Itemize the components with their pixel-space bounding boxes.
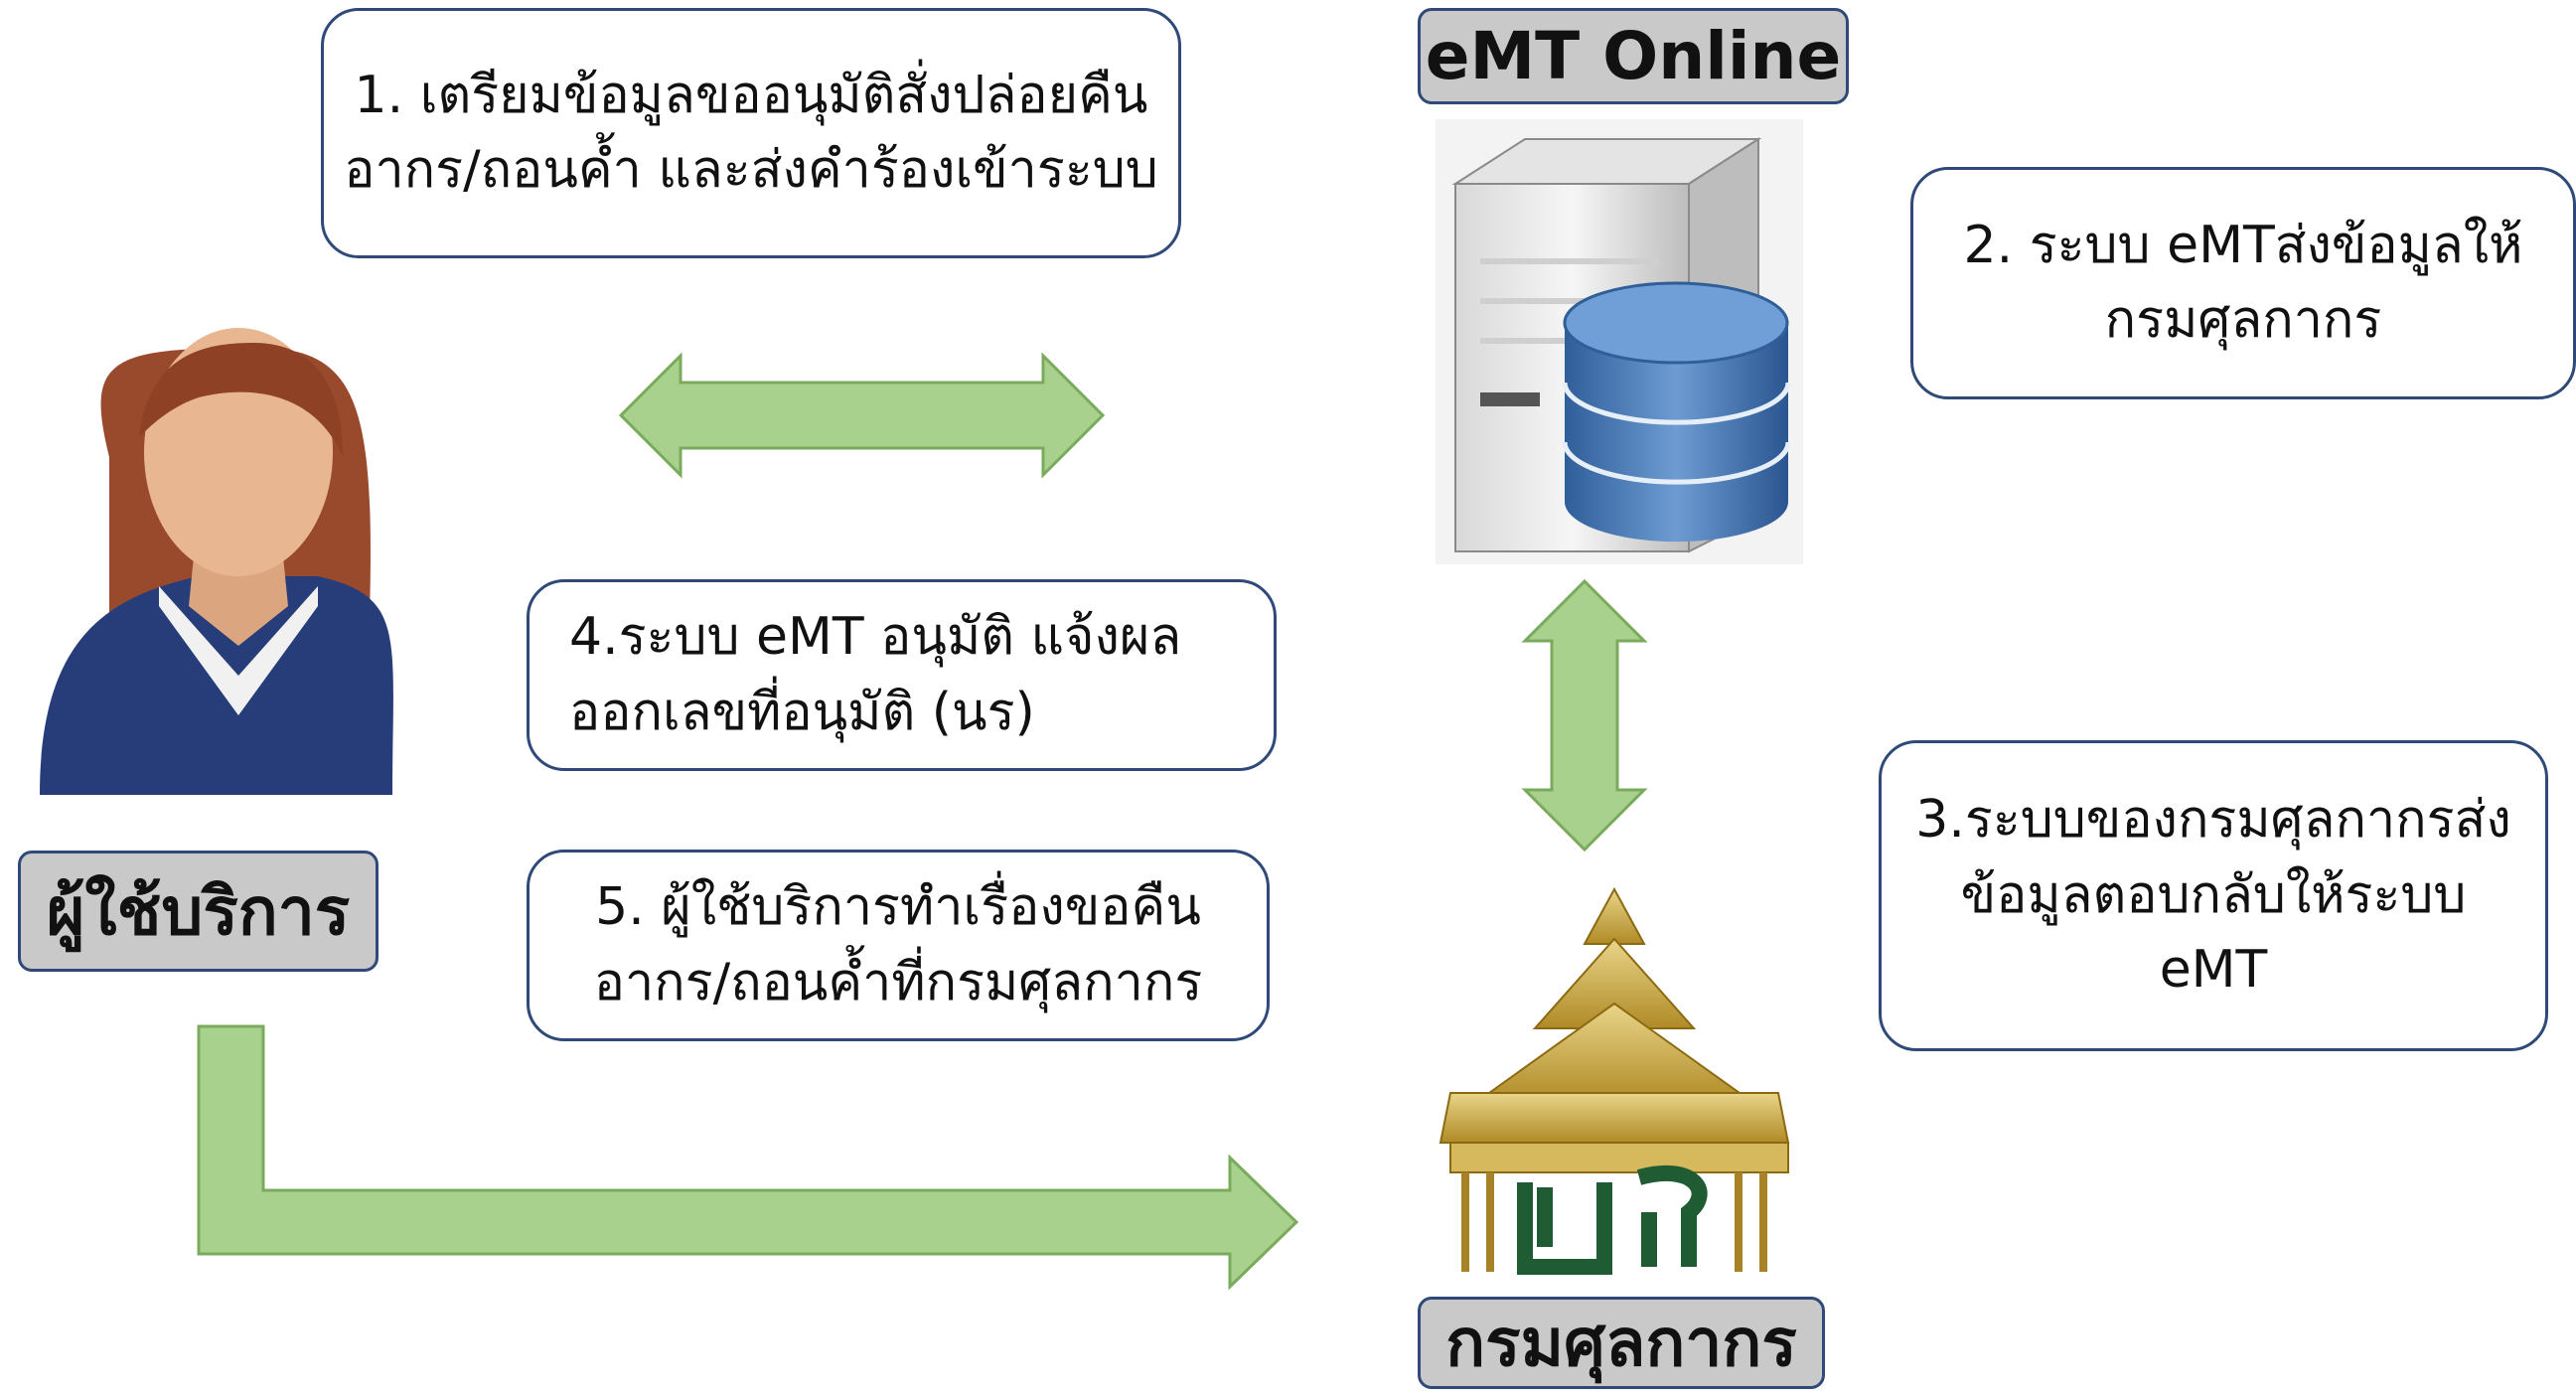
step-4-line-1: 4.ระบบ eMT อนุมัติ แจ้งผล	[569, 607, 1182, 668]
emt-online-label: eMT Online	[1418, 8, 1849, 104]
server-database-icon	[1436, 119, 1803, 564]
person-avatar-icon	[40, 328, 393, 795]
step-1-line-2: อากร/ถอนค้ำ และส่งคำร้องเข้าระบบ	[344, 140, 1158, 200]
step-1-line-1: 1. เตรียมข้อมูลขออนุมัติสั่งปล่อยคืน	[354, 65, 1148, 125]
step-5-line-2: อากร/ถอนค้ำที่กรมศุลกากร	[593, 952, 1203, 1012]
arrow-emt-customs	[1521, 578, 1648, 852]
step-2-line-1: 2. ระบบ eMTส่งข้อมูลให้	[1963, 215, 2523, 275]
customs-label: กรมศุลกากร	[1418, 1297, 1825, 1389]
step-3-box: 3.ระบบของกรมศุลกากรส่ง ข้อมูลตอบกลับให้ร…	[1879, 740, 2548, 1051]
step-5-line-1: 5. ผู้ใช้บริการทำเรื่องขอคืน	[595, 877, 1201, 938]
customs-emblem-icon	[1436, 884, 1793, 1282]
arrow-user-emt	[618, 352, 1106, 479]
step-3-line-1: 3.ระบบของกรมศุลกากรส่ง	[1915, 790, 2511, 851]
step-5-box: 5. ผู้ใช้บริการทำเรื่องขอคืน อากร/ถอนค้ำ…	[527, 850, 1270, 1041]
step-4-box: 4.ระบบ eMT อนุมัติ แจ้งผล ออกเลขที่อนุมั…	[527, 579, 1277, 771]
step-2-box: 2. ระบบ eMTส่งข้อมูลให้ กรมศุลกากร	[1910, 167, 2576, 399]
user-label: ผู้ใช้บริการ	[18, 851, 379, 972]
step-4-line-2: ออกเลขที่อนุมัติ (นร)	[569, 682, 1035, 742]
arrow-user-customs	[197, 1024, 1299, 1291]
step-2-line-2: กรมศุลกากร	[2104, 290, 2382, 350]
step-3-line-3: eMT	[2159, 940, 2268, 1001]
step-3-line-2: ข้อมูลตอบกลับให้ระบบ	[1960, 864, 2467, 925]
step-1-box: 1. เตรียมข้อมูลขออนุมัติสั่งปล่อยคืน อาก…	[321, 8, 1181, 258]
